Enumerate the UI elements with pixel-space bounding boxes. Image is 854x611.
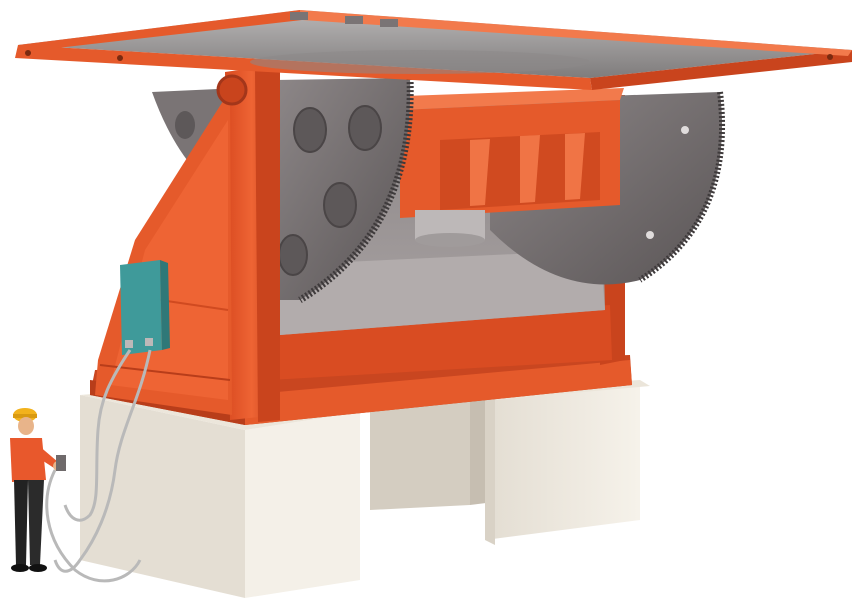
worker-figure [10, 408, 66, 572]
drive-carriage [400, 88, 624, 247]
control-cables [45, 349, 152, 583]
rotating-table [15, 10, 852, 90]
concrete-pedestals [80, 380, 650, 598]
left-gear-segment [275, 77, 414, 303]
control-panel-box [120, 260, 170, 355]
